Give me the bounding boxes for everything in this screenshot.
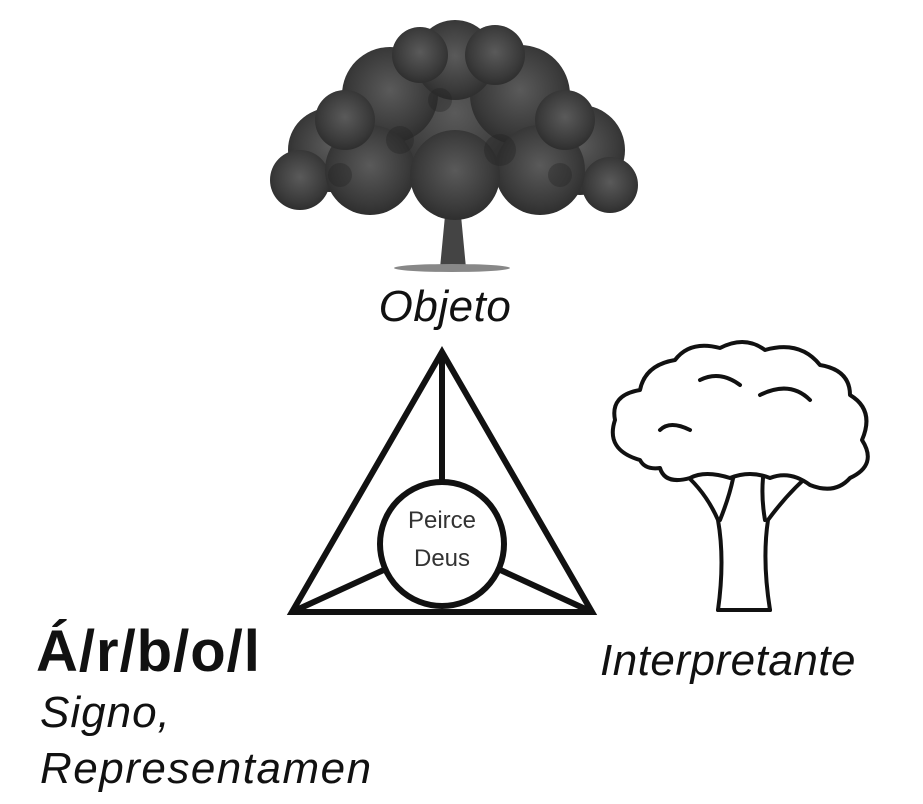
deus-label: Deus bbox=[414, 545, 470, 572]
representamen-label: Representamen bbox=[40, 744, 373, 794]
peirce-label: Peirce bbox=[408, 507, 476, 534]
interpretante-label: Interpretante bbox=[600, 636, 856, 686]
signo-label: Signo, bbox=[40, 688, 171, 738]
arbol-label: Á/r/b/o/l bbox=[36, 618, 261, 685]
objeto-label: Objeto bbox=[345, 282, 545, 332]
